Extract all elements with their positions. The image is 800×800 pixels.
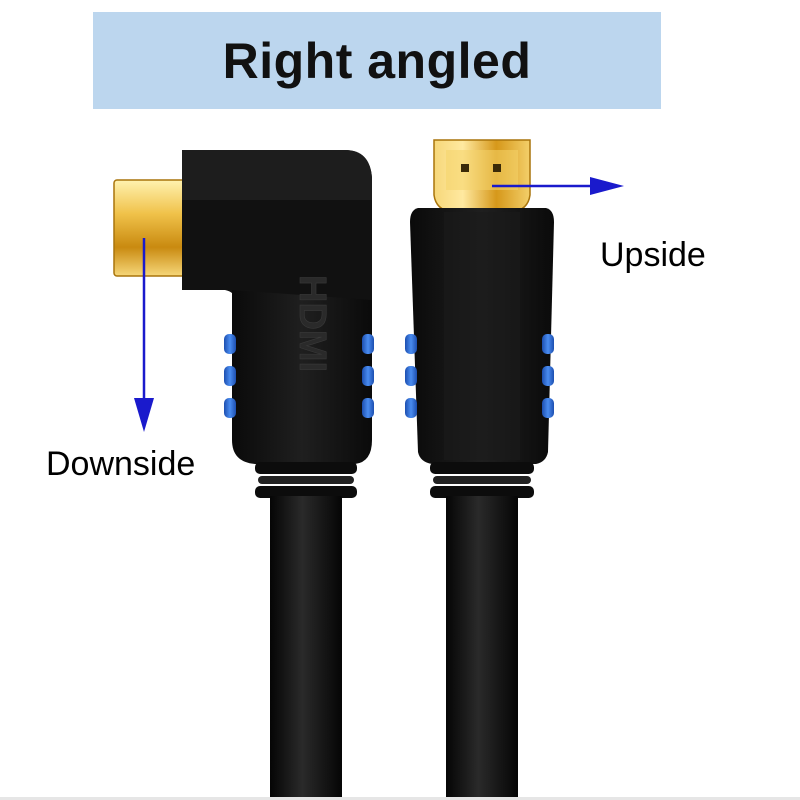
hdmi-logo-left: HDMI bbox=[291, 275, 334, 373]
bottom-divider bbox=[0, 797, 800, 800]
straight-hdmi-connector bbox=[405, 139, 554, 800]
arrow-right-icon bbox=[492, 177, 624, 195]
downside-label: Downside bbox=[46, 445, 196, 483]
right-cable bbox=[446, 496, 518, 800]
left-blue-grips bbox=[224, 334, 374, 418]
left-cable bbox=[270, 496, 342, 800]
svg-text:HDMI: HDMI bbox=[291, 275, 333, 372]
right-blue-grips bbox=[405, 334, 554, 418]
page-title: Right angled bbox=[222, 32, 532, 89]
upside-label: Upside bbox=[600, 236, 706, 274]
title-banner: Right angled bbox=[93, 12, 661, 109]
arrow-down-icon bbox=[134, 238, 154, 432]
left-gold-plug bbox=[114, 180, 186, 276]
right-angle-hdmi-connector: HDMI bbox=[113, 150, 374, 800]
